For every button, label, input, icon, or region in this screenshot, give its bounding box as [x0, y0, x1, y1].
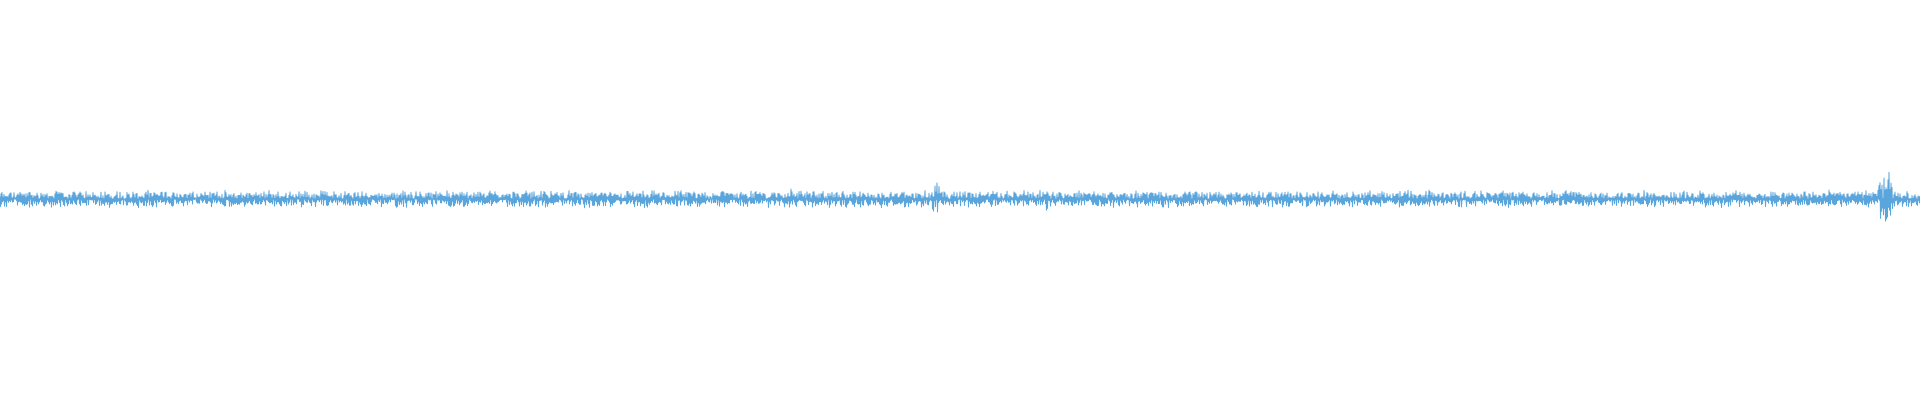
waveform-trace: [0, 171, 1920, 222]
